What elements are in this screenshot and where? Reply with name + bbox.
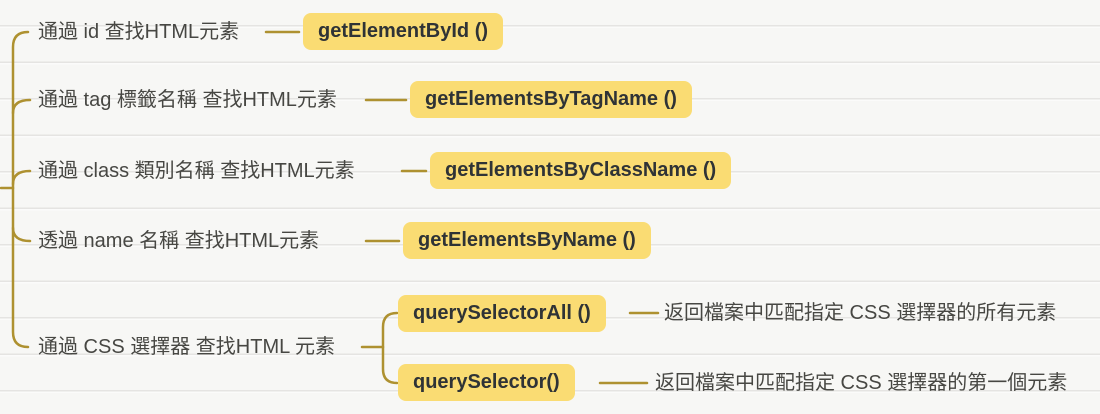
branch-arc-tag bbox=[11, 98, 32, 115]
branch-label-css-selector[interactable]: 通過 CSS 選擇器 查找HTML 元素 bbox=[38, 336, 336, 358]
branch-label-name[interactable]: 透過 name 名稱 查找HTML元素 bbox=[38, 230, 320, 252]
topic-get-elements-by-name[interactable]: getElementsByName () bbox=[403, 222, 651, 259]
topic-query-selector[interactable]: querySelector() bbox=[398, 364, 575, 401]
topic-get-element-by-id[interactable]: getElementById () bbox=[303, 13, 504, 50]
topic-query-selector-all[interactable]: querySelectorAll () bbox=[398, 295, 606, 332]
topic-get-elements-by-tag-name[interactable]: getElementsByTagName () bbox=[410, 81, 692, 118]
description-query-selector[interactable]: 返回檔案中匹配指定 CSS 選擇器的第一個元素 bbox=[655, 372, 1068, 394]
branch-arc-name bbox=[11, 226, 32, 243]
branch-label-class[interactable]: 通過 class 類別名稱 查找HTML元素 bbox=[38, 160, 355, 182]
topic-get-elements-by-class-name[interactable]: getElementsByClassName () bbox=[430, 152, 732, 189]
trunk-line bbox=[11, 30, 30, 349]
branch-label-tag[interactable]: 通過 tag 標籤名稱 查找HTML元素 bbox=[38, 89, 337, 111]
branch-arc-class bbox=[11, 169, 32, 186]
css-branch-brace bbox=[381, 311, 399, 385]
description-query-selector-all[interactable]: 返回檔案中匹配指定 CSS 選擇器的所有元素 bbox=[664, 302, 1057, 324]
branch-label-id[interactable]: 通過 id 查找HTML元素 bbox=[38, 21, 240, 43]
